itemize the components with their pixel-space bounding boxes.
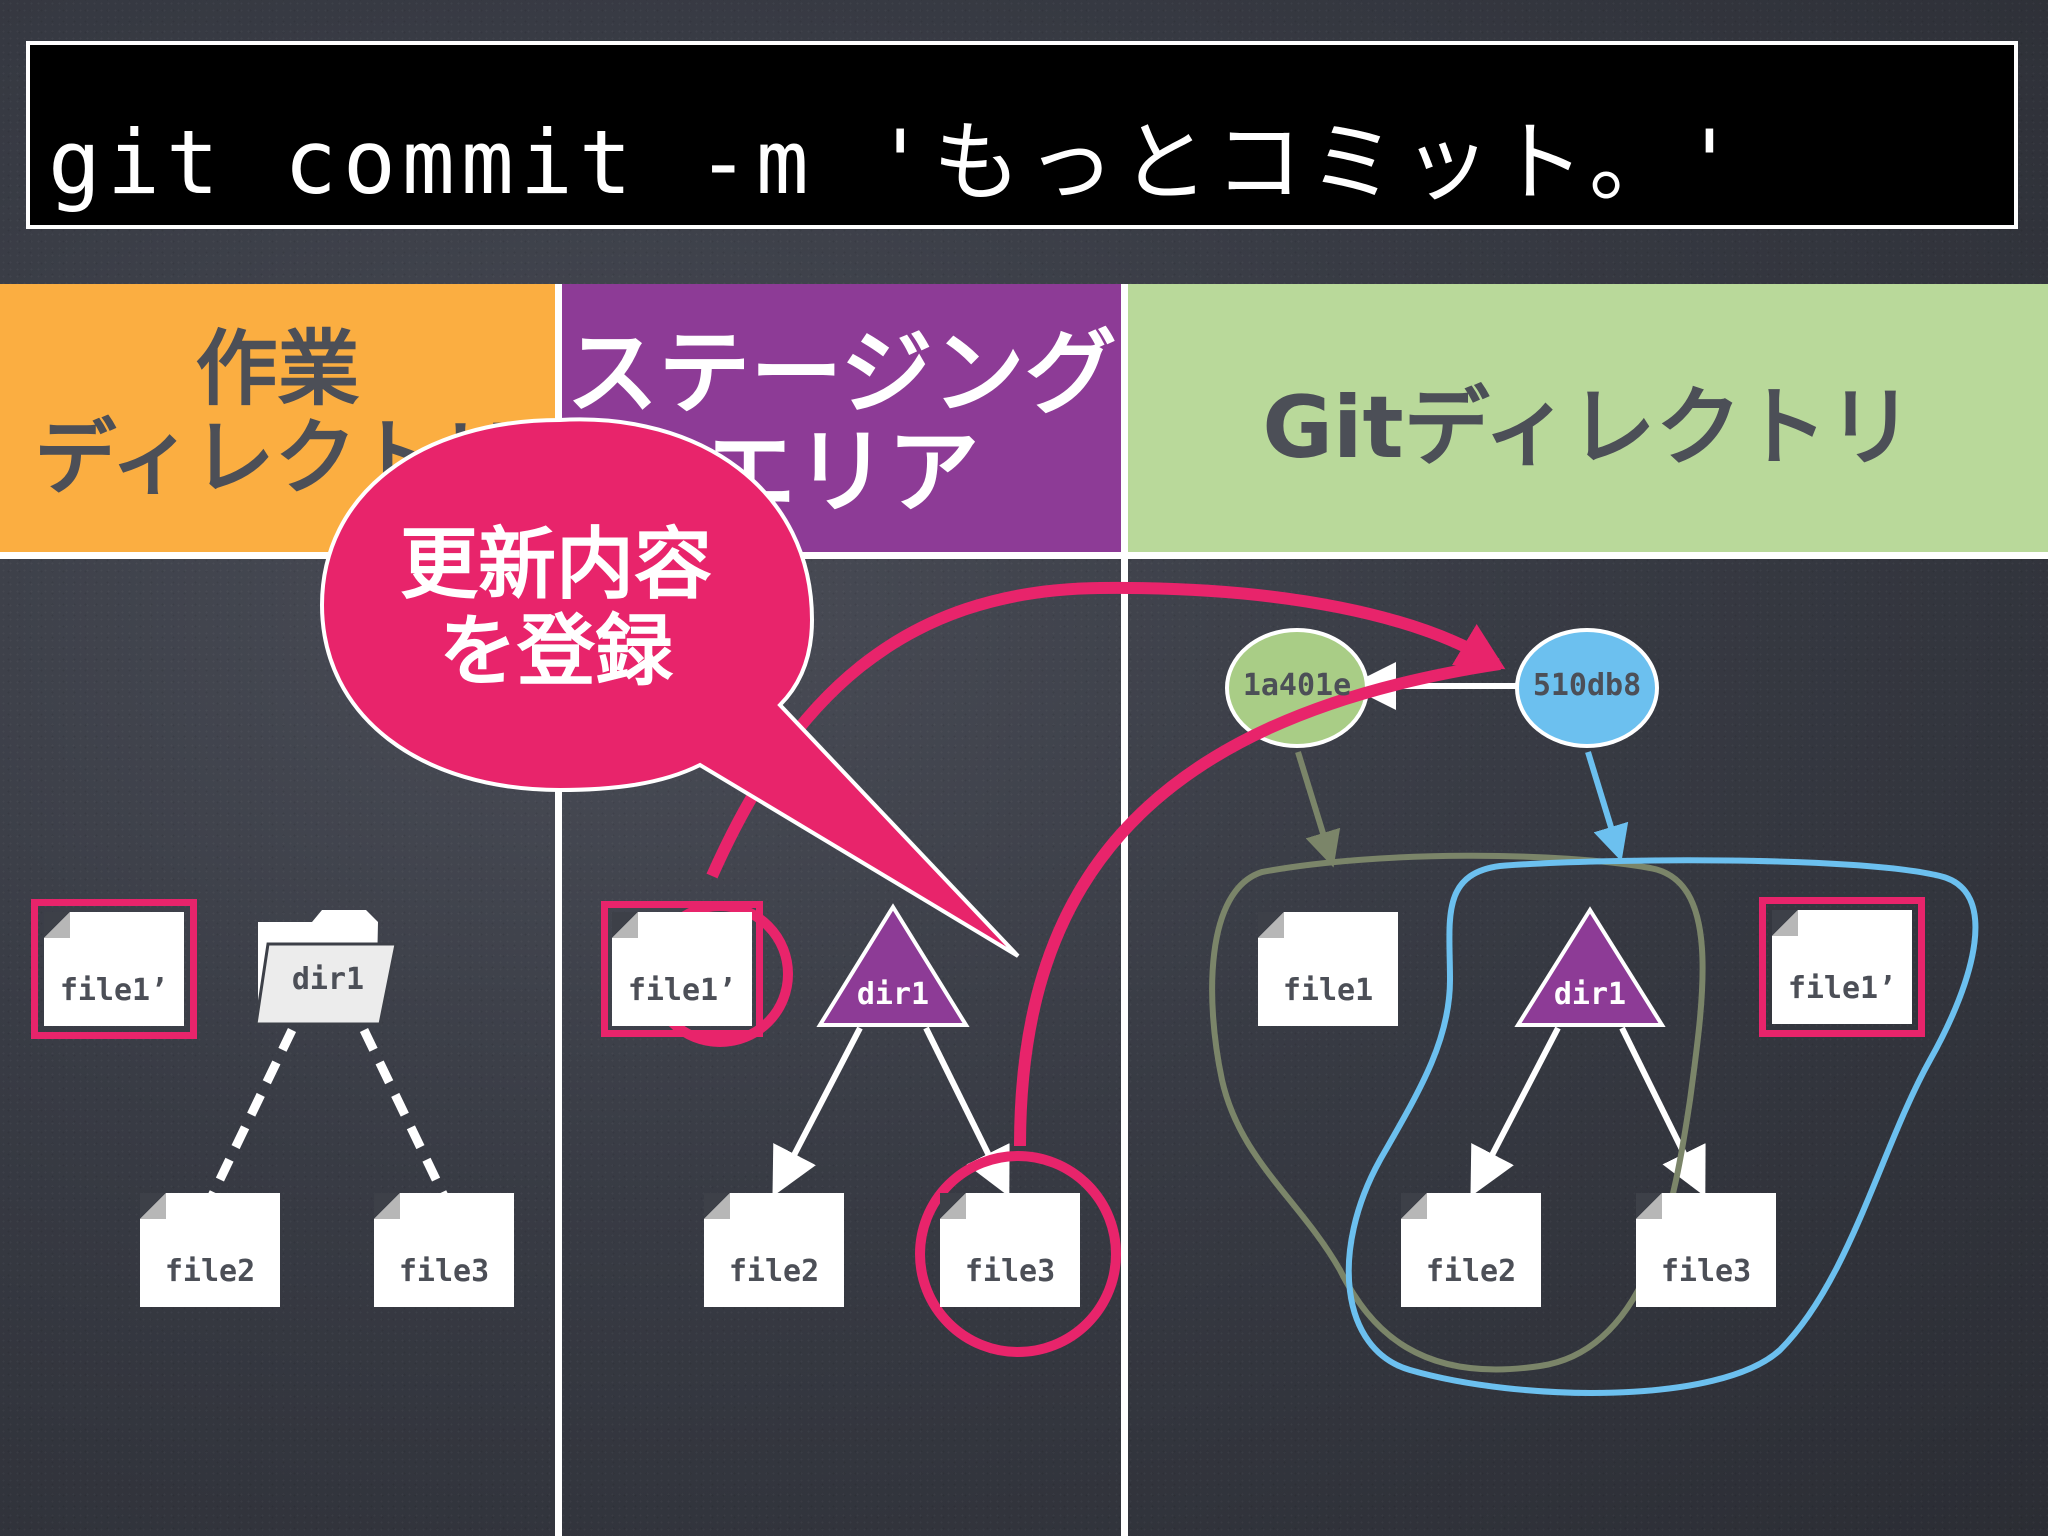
file-fold xyxy=(44,912,70,938)
git-dir1-triangle xyxy=(1514,906,1666,1027)
divider-left xyxy=(555,284,562,1536)
working-file1-modified: file1’ xyxy=(31,899,197,1039)
staging-file3-label: file3 xyxy=(964,1254,1056,1289)
file-fold xyxy=(1772,910,1798,936)
stage-file3-arc xyxy=(1014,658,1501,1147)
file-fold xyxy=(940,1193,966,1219)
working-dir1-label: dir1 xyxy=(291,962,365,997)
git-file1-label: file1 xyxy=(1282,973,1374,1008)
git-directory-title: Gitディレクトリ xyxy=(1262,378,1914,478)
staging-link-file2 xyxy=(772,1026,863,1197)
staging-file3: file3 xyxy=(940,1193,1080,1307)
file-fold xyxy=(140,1193,166,1219)
working-file1-label: file1’ xyxy=(59,973,169,1008)
git-file2: file2 xyxy=(1401,1193,1541,1307)
staging-file2: file2 xyxy=(704,1193,844,1307)
callout-bubble xyxy=(319,417,1020,958)
file-fold xyxy=(1636,1193,1662,1219)
file3-highlight-circle xyxy=(915,1151,1121,1357)
git-file2-label: file2 xyxy=(1425,1254,1517,1289)
git-dir1-label: dir1 xyxy=(1553,977,1627,1012)
command-bar xyxy=(26,41,2018,229)
git-file1-new: file1’ xyxy=(1759,897,1925,1037)
git-link-file3 xyxy=(1619,1026,1706,1197)
staging-file1-modified: file1’ xyxy=(601,901,763,1037)
new-snapshot-outline xyxy=(1345,857,1979,1396)
git-directory-header: Gitディレクトリ xyxy=(1128,284,2048,552)
git-file1-new-label: file1’ xyxy=(1787,971,1897,1006)
file-fold xyxy=(612,912,638,938)
staging-file2-label: file2 xyxy=(728,1254,820,1289)
command-text: git commit -m 'もっとコミット。' xyxy=(48,111,1742,214)
header-divider xyxy=(0,552,2048,559)
staging-dir1-label: dir1 xyxy=(856,977,930,1012)
file-fold xyxy=(1401,1193,1427,1219)
commit-new-label: 510db8 xyxy=(1532,668,1642,703)
staging-file1-label: file1’ xyxy=(627,973,737,1008)
new-commit-tree-arrow xyxy=(1585,751,1629,862)
working-file2: file2 xyxy=(140,1193,280,1307)
git-file3: file3 xyxy=(1636,1193,1776,1307)
file-fold xyxy=(1258,912,1284,938)
file-fold xyxy=(704,1193,730,1219)
file-fold xyxy=(374,1193,400,1219)
working-dir-link-file2 xyxy=(207,1028,297,1198)
working-file3-label: file3 xyxy=(398,1254,490,1289)
old-snapshot-outline xyxy=(1209,852,1706,1373)
old-commit-tree-arrow xyxy=(1295,751,1341,868)
divider-right xyxy=(1121,284,1128,1536)
git-link-file2 xyxy=(1470,1026,1561,1197)
working-file3: file3 xyxy=(374,1193,514,1307)
commit-old-label: 1a401e xyxy=(1242,668,1352,703)
git-file1: file1 xyxy=(1258,912,1398,1026)
git-file3-label: file3 xyxy=(1660,1254,1752,1289)
commit-new-node xyxy=(1515,628,1659,748)
callout-text: 更新内容 を登録 xyxy=(399,520,712,698)
working-file2-label: file2 xyxy=(164,1254,256,1289)
working-dir-link-file3 xyxy=(359,1028,449,1198)
staging-dir1-triangle xyxy=(816,903,970,1027)
